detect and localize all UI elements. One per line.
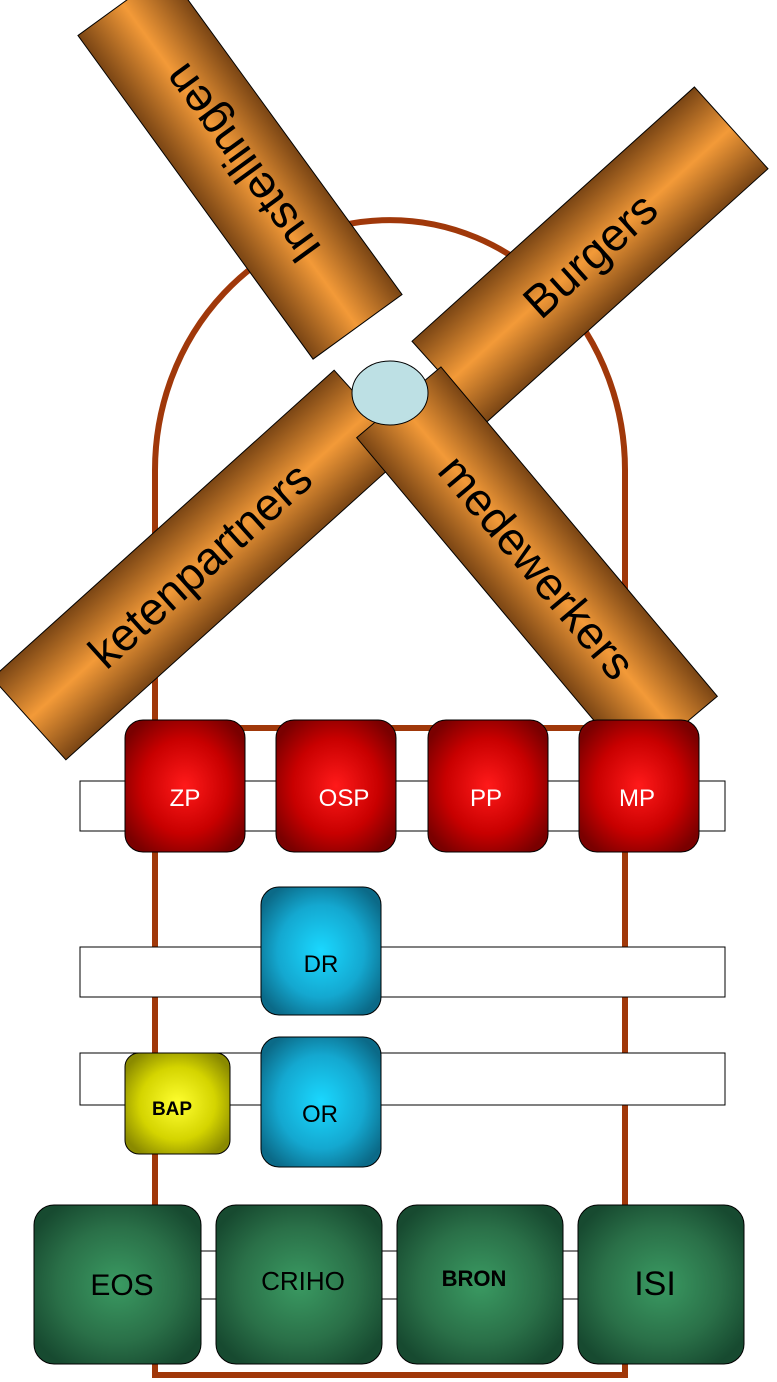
- block-pp-label: PP: [470, 785, 502, 812]
- sail-ketenpartners-label: ketenpartners: [78, 452, 322, 679]
- windmill-hub: [351, 360, 429, 426]
- sail-ketenpartners: ketenpartners: [0, 369, 409, 761]
- block-osp-label: OSP: [319, 785, 370, 812]
- sail-instellingen: Instellingen: [77, 0, 403, 360]
- block-bap-label: BAP: [152, 1099, 192, 1120]
- block-eos-label: EOS: [90, 1269, 153, 1302]
- block-criho-label: CRIHO: [261, 1266, 345, 1296]
- block-zp-label: ZP: [170, 785, 201, 812]
- block-dr[interactable]: DR: [260, 886, 382, 1016]
- sail-burgers: Burgers: [411, 86, 769, 424]
- block-eos[interactable]: EOS: [33, 1204, 202, 1365]
- block-isi-label: ISI: [634, 1265, 676, 1303]
- block-or[interactable]: OR: [260, 1036, 382, 1168]
- block-dr-label: DR: [304, 951, 339, 978]
- block-bap[interactable]: BAP: [124, 1052, 231, 1155]
- dr-bar: [79, 946, 726, 998]
- block-mp-label: MP: [619, 785, 655, 812]
- block-zp[interactable]: ZP: [124, 719, 246, 853]
- block-bron[interactable]: BRON: [396, 1204, 564, 1365]
- sail-medewerkers: medewerkers: [355, 366, 719, 768]
- block-osp[interactable]: OSP: [275, 719, 397, 853]
- block-isi[interactable]: ISI: [577, 1204, 745, 1365]
- block-criho[interactable]: CRIHO: [215, 1204, 383, 1365]
- windmill-tower: [152, 217, 628, 1318]
- block-or-label: OR: [302, 1101, 338, 1128]
- block-pp[interactable]: PP: [427, 719, 549, 853]
- block-mp[interactable]: MP: [578, 719, 700, 853]
- block-bron-label: BRON: [442, 1266, 507, 1291]
